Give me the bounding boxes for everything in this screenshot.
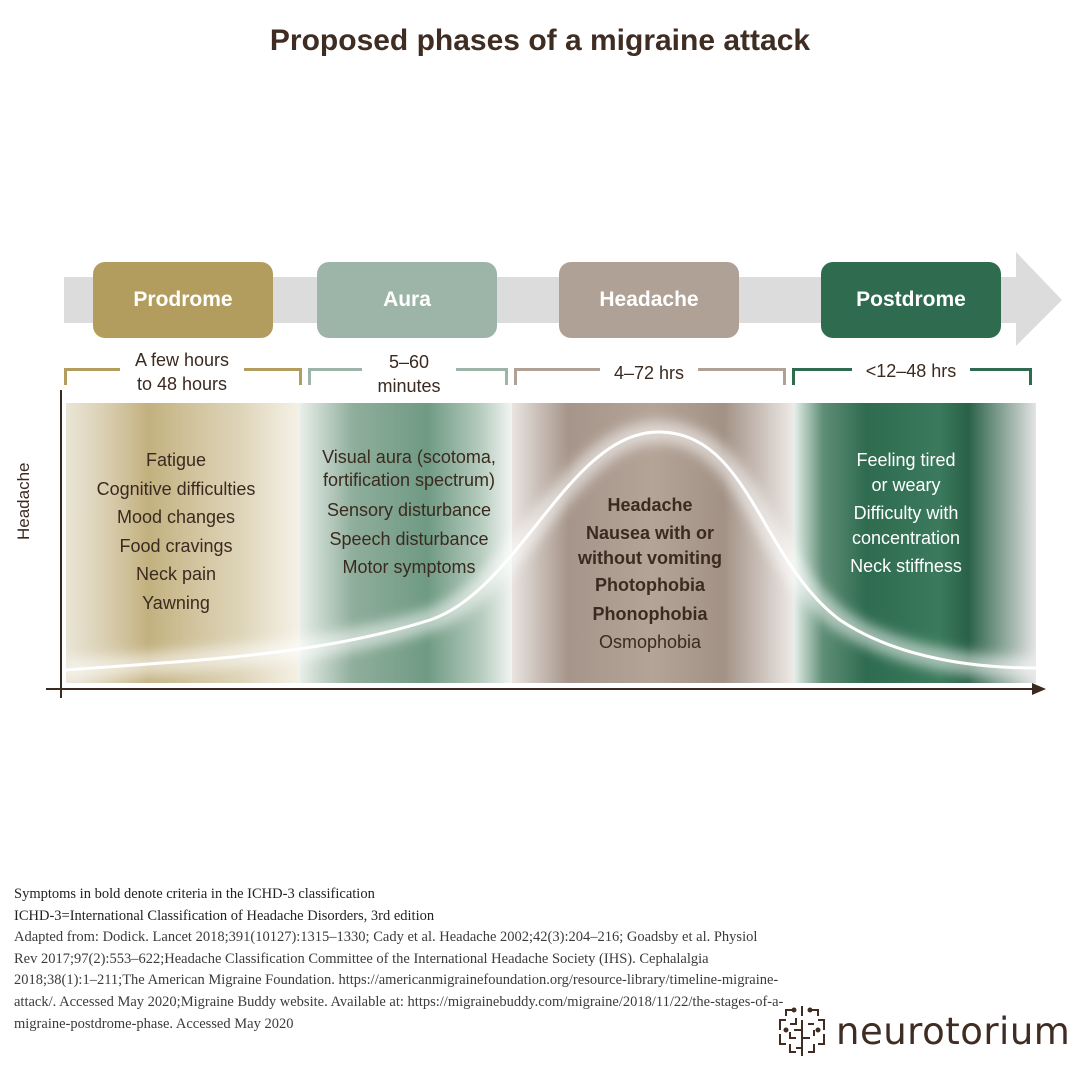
symptom: Osmophobia bbox=[598, 632, 702, 652]
symptom: Fatigue bbox=[145, 450, 207, 470]
phase-box-postdrome: Postdrome bbox=[821, 262, 1001, 338]
brand-name: neurotorium bbox=[836, 1009, 1071, 1053]
phase-label-headache: Headache bbox=[599, 288, 699, 311]
symptom: concentration bbox=[851, 528, 961, 548]
phase-box-prodrome: Prodrome bbox=[93, 262, 273, 338]
symptom-criterion: Photophobia bbox=[595, 575, 705, 595]
footnote-abbreviation: ICHD-3=International Classification of H… bbox=[14, 907, 435, 924]
symptom: Cognitive difficulties bbox=[96, 478, 256, 499]
symptoms-headache: Headache Nausea with or without vomiting… bbox=[550, 492, 750, 657]
symptom: or weary bbox=[871, 475, 941, 495]
page-title: Proposed phases of a migraine attack bbox=[269, 24, 811, 57]
symptom: Sensory disturbance bbox=[326, 500, 492, 520]
symptom-criterion: Phonophobia bbox=[592, 603, 708, 624]
footnote-bold-criteria: Symptoms in bold denote criteria in the … bbox=[14, 886, 375, 902]
symptom: Neck pain bbox=[135, 564, 217, 584]
symptoms-postdrome: Feeling tired or weary Difficulty with c… bbox=[808, 448, 1004, 579]
duration-headache: 4–72 hrs bbox=[600, 361, 698, 385]
symptom: Speech disturbance bbox=[329, 528, 489, 549]
footnotes: Symptoms in bold denote criteria in the … bbox=[14, 884, 784, 1035]
symptom-criterion: Nausea with or bbox=[585, 523, 715, 543]
symptoms-prodrome: Fatigue Cognitive difficulties Mood chan… bbox=[76, 446, 276, 617]
phase-label-aura: Aura bbox=[383, 288, 431, 311]
symptom: Feeling tired bbox=[856, 450, 956, 470]
symptom: Difficulty with bbox=[853, 503, 959, 523]
duration-postdrome: <12–48 hrs bbox=[852, 359, 970, 383]
symptom: fortification spectrum) bbox=[322, 470, 496, 490]
symptom: Visual aura (scotoma, bbox=[322, 447, 496, 467]
symptom: Mood changes bbox=[116, 507, 236, 527]
footnote-references: Adapted from: Dodick. Lancet 2018;391(10… bbox=[14, 929, 784, 1032]
phase-label-prodrome: Prodrome bbox=[133, 288, 233, 311]
duration-aura: 5–60 minutes bbox=[362, 350, 456, 398]
symptoms-aura: Visual aura (scotoma, fortification spec… bbox=[302, 446, 516, 582]
symptom: Neck stiffness bbox=[850, 556, 962, 576]
symptom: Yawning bbox=[142, 592, 210, 613]
phase-label-postdrome: Postdrome bbox=[856, 288, 966, 311]
symptom: Food cravings bbox=[119, 535, 233, 556]
phase-box-aura: Aura bbox=[317, 262, 497, 338]
brand-logo: neurotorium bbox=[776, 1004, 1070, 1058]
duration-prodrome: A few hours to 48 hours bbox=[120, 348, 244, 396]
brain-maze-icon bbox=[779, 1006, 825, 1056]
y-axis-label: Headache bbox=[14, 462, 33, 540]
x-axis-arrowhead bbox=[1032, 683, 1046, 695]
symptom-criterion: without vomiting bbox=[578, 548, 722, 568]
symptom-criterion: Headache bbox=[607, 495, 693, 515]
symptom: Motor symptoms bbox=[342, 557, 476, 577]
phase-box-headache: Headache bbox=[559, 262, 739, 338]
